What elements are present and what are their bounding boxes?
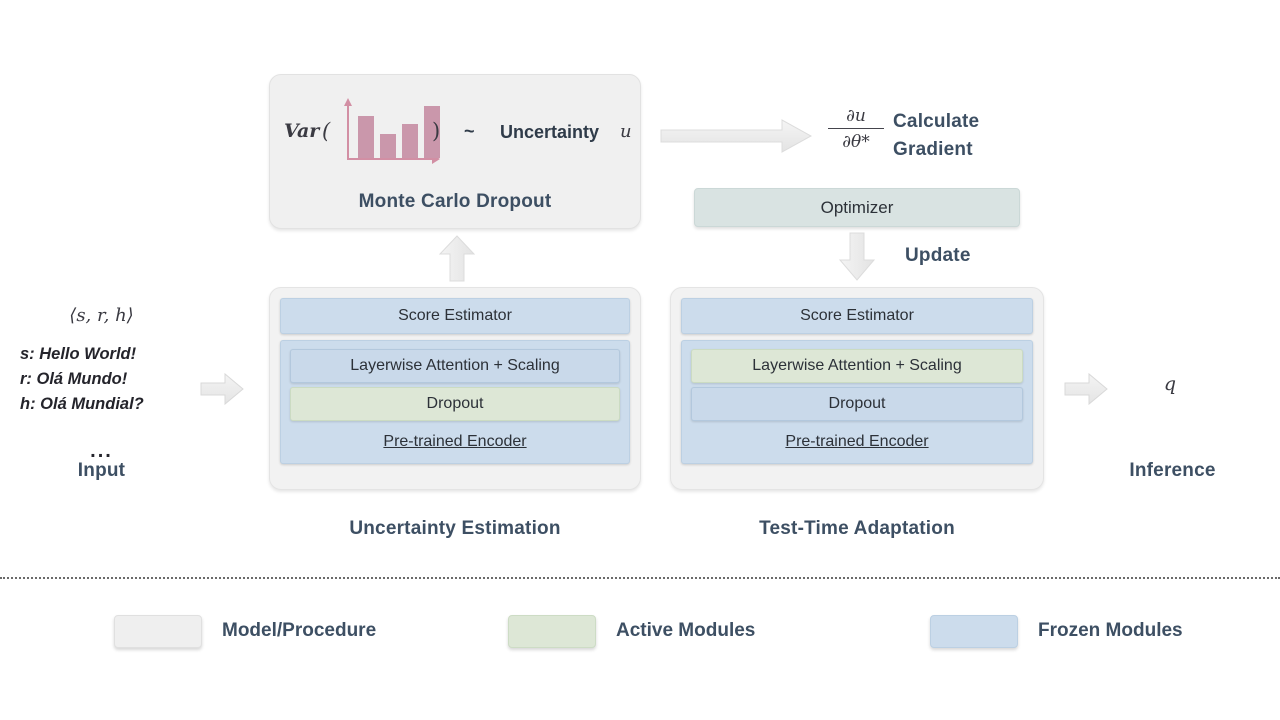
- inference-caption: Inference: [1129, 460, 1216, 481]
- fraction-bar: [828, 128, 884, 129]
- module-score-estimator-left[interactable]: Score Estimator: [280, 298, 630, 334]
- arrow-uncertainty-to-monte-carlo: [438, 234, 476, 282]
- module-label: Dropout: [426, 395, 484, 412]
- legend-item-frozen-modules: Frozen Modules: [930, 608, 1183, 654]
- module-layerwise-attention-left[interactable]: Layerwise Attention + Scaling: [290, 349, 620, 383]
- input-line-hypothesis: h: Olá Mundial?: [20, 395, 144, 413]
- module-label: Layerwise Attention + Scaling: [350, 357, 560, 374]
- arrow-input-to-uncertainty: [200, 372, 244, 406]
- module-label: Pre-trained Encoder: [383, 433, 527, 450]
- test-time-adaptation-caption: Test-Time Adaptation: [759, 518, 955, 539]
- test-time-adaptation-stack: Score Estimator Layerwise Attention + Sc…: [670, 287, 1044, 490]
- calculate-gradient-line1: Calculate: [893, 111, 980, 132]
- uncertainty-word: Uncertainty: [500, 122, 600, 142]
- module-label: Pre-trained Encoder: [785, 433, 929, 450]
- input-caption: Input: [77, 460, 126, 481]
- legend-label: Active Modules: [616, 620, 756, 641]
- optimizer-box[interactable]: Optimizer: [694, 188, 1020, 227]
- variance-bar-chart: [340, 92, 448, 172]
- encoder-group-left: Layerwise Attention + Scaling Dropout Pr…: [280, 340, 630, 464]
- paren-open: (: [322, 119, 331, 143]
- legend-swatch-green: [508, 614, 596, 648]
- arrow-optimizer-update: [838, 232, 876, 282]
- input-line-reference: r: Olá Mundo!: [20, 370, 128, 388]
- legend-swatch-grey: [114, 614, 202, 648]
- output-symbol: q: [1163, 373, 1177, 395]
- arrow-monte-carlo-to-gradient: [660, 118, 812, 154]
- uncertainty-estimation-stack: Score Estimator Layerwise Attention + Sc…: [269, 287, 641, 490]
- module-label: Score Estimator: [800, 307, 914, 324]
- optimizer-label: Optimizer: [820, 197, 894, 217]
- variance-label: Var: [284, 120, 320, 142]
- input-line-source: s: Hello World!: [20, 345, 137, 363]
- encoder-group-right: Layerwise Attention + Scaling Dropout Pr…: [681, 340, 1033, 464]
- calculate-gradient-label: Calculate Gradient: [893, 108, 1033, 164]
- legend-label: Model/Procedure: [222, 620, 377, 641]
- arrow-adaptation-to-inference: [1064, 372, 1108, 406]
- legend-item-active-modules: Active Modules: [508, 608, 755, 654]
- calculate-gradient-line2: Gradient: [893, 139, 973, 160]
- module-dropout-left[interactable]: Dropout: [290, 387, 620, 421]
- legend-label: Frozen Modules: [1038, 620, 1183, 641]
- paren-close: ): [432, 119, 441, 143]
- input-ellipsis: ...: [90, 440, 113, 462]
- module-label: Layerwise Attention + Scaling: [752, 357, 962, 374]
- uncertainty-symbol: u: [620, 121, 632, 142]
- gradient-denominator: ∂θ*: [842, 132, 870, 152]
- uncertainty-estimation-caption: Uncertainty Estimation: [349, 518, 561, 539]
- gradient-fraction: ∂u ∂θ*: [828, 106, 884, 152]
- input-tuple-notation: ⟨s, r, h⟩: [69, 305, 134, 326]
- module-score-estimator-right[interactable]: Score Estimator: [681, 298, 1033, 334]
- legend-swatch-blue: [930, 614, 1018, 648]
- module-dropout-right[interactable]: Dropout: [691, 387, 1023, 421]
- input-example-lines: s: Hello World! r: Olá Mundo! h: Olá Mun…: [20, 342, 144, 417]
- legend-item-model-procedure: Model/Procedure: [114, 608, 376, 654]
- monte-carlo-caption: Monte Carlo Dropout: [358, 191, 552, 212]
- module-pretrained-encoder-right[interactable]: Pre-trained Encoder: [691, 425, 1023, 459]
- module-label: Dropout: [828, 395, 886, 412]
- legend-divider: [0, 577, 1280, 579]
- update-label: Update: [905, 245, 971, 266]
- legend: Model/Procedure Active Modules Frozen Mo…: [0, 608, 1280, 654]
- module-layerwise-attention-right[interactable]: Layerwise Attention + Scaling: [691, 349, 1023, 383]
- monte-carlo-panel: [269, 74, 641, 229]
- gradient-numerator: ∂u: [846, 106, 866, 126]
- module-pretrained-encoder-left[interactable]: Pre-trained Encoder: [290, 425, 620, 459]
- module-label: Score Estimator: [398, 307, 512, 324]
- tilde-operator: ~: [464, 121, 475, 141]
